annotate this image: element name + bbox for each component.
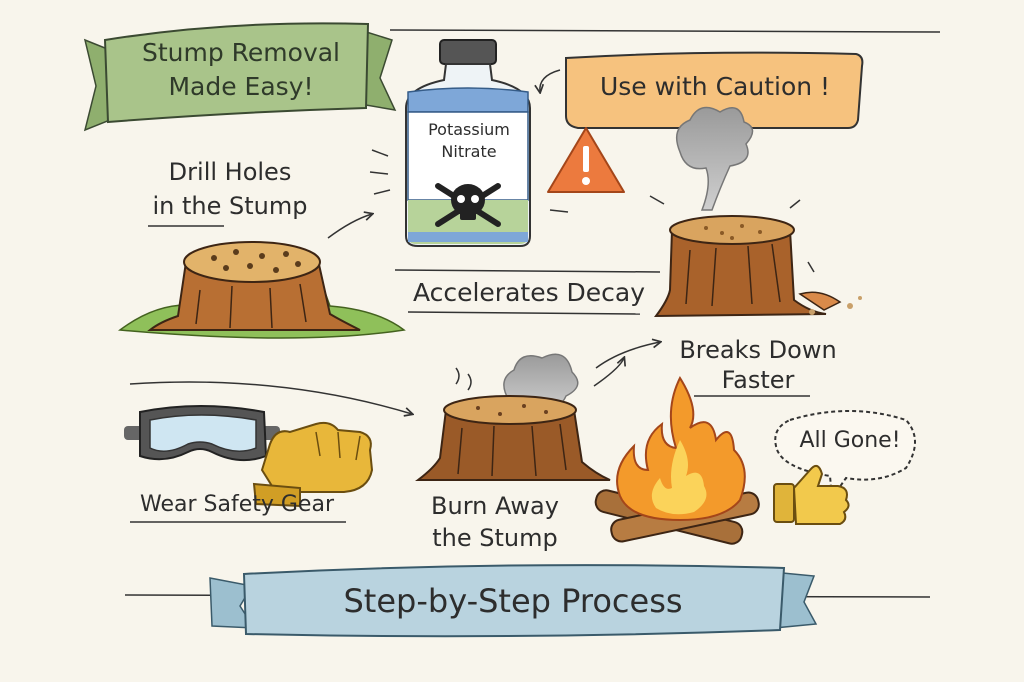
campfire-icon [594,375,760,545]
burn-label-line-1: Burn Away [431,492,559,520]
potassium-nitrate-bottle [369,39,569,247]
bottle-label-line-1: Potassium [428,120,510,139]
safety-label: Wear Safety Gear [140,492,334,517]
process-banner-text: Step-by-Step Process [343,582,683,620]
glove-icon [252,421,374,508]
thumbs-up-icon [773,464,850,525]
safety-goggles-icon [124,405,280,462]
process-banner [209,564,818,638]
decaying-stump [649,106,862,318]
skull-crossbones-icon [435,183,501,227]
all-gone-text: All Gone! [799,428,901,453]
burning-stump [415,353,624,481]
drill-label-line-1: Drill Holes [168,158,292,186]
breaks-label-line-1: Breaks Down [679,336,837,364]
drilled-stump [117,214,406,339]
caution-text: Use with Caution ! [599,72,831,101]
arrow-to-burn [129,381,412,414]
caution-box [540,51,864,129]
title-line-1: Stump Removal [141,38,341,67]
arrow-to-breaks [595,342,660,369]
title-line-2: Made Easy! [168,72,314,101]
bottle-label-line-2: Nitrate [441,142,497,161]
breaks-label-line-2: Faster [721,366,795,394]
accelerates-label: Accelerates Decay [412,278,646,307]
accelerates-underline [407,311,641,315]
title-banner [83,22,397,132]
speech-bubble [774,410,916,501]
warning-triangle-icon [547,127,625,193]
drill-label-line-2: in the Stump [152,192,308,220]
burn-label-line-2: the Stump [432,524,558,552]
